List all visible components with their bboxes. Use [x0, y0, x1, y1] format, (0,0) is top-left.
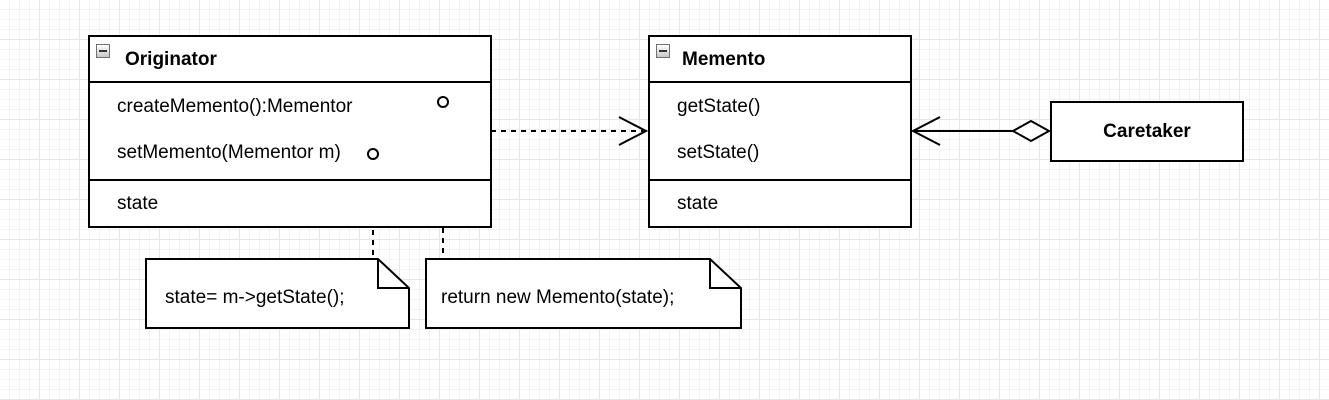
caretaker-class[interactable]: Caretaker	[1050, 101, 1244, 162]
originator-methods-section: createMemento():Mementor setMemento(Meme…	[90, 81, 490, 181]
originator-title: Originator	[125, 49, 217, 70]
note-set-memento-text: state= m->getState();	[165, 287, 345, 308]
note-create-memento-text: return new Memento(state);	[441, 287, 675, 308]
originator-class[interactable]: Originator createMemento():Mementor setM…	[88, 35, 492, 228]
note-create-memento-fold	[709, 259, 741, 289]
circle-port-icon	[367, 148, 379, 160]
originator-attribute-state: state	[117, 193, 159, 214]
circle-port-icon	[437, 96, 449, 108]
memento-class[interactable]: Memento getState() setState() state	[648, 35, 912, 228]
note-set-memento-fold	[377, 259, 409, 289]
memento-method-get-state: getState()	[677, 96, 761, 117]
originator-method-set-memento: setMemento(Mementor m)	[117, 142, 341, 163]
aggregation-arrow-head	[910, 116, 941, 146]
memento-method-set-state: setState()	[677, 142, 760, 163]
memento-attribute-state: state	[677, 193, 719, 214]
memento-title: Memento	[682, 49, 766, 70]
note-create-memento-shape[interactable]	[425, 258, 742, 329]
originator-header: Originator	[90, 37, 490, 83]
memento-methods-section: getState() setState()	[650, 81, 910, 181]
originator-method-create-memento: createMemento():Mementor	[117, 96, 353, 117]
collapse-minus-icon[interactable]	[96, 44, 110, 58]
note-set-memento-shape[interactable]	[145, 258, 410, 329]
caretaker-title: Caretaker	[1103, 120, 1191, 142]
memento-header: Memento	[650, 37, 910, 83]
aggregation-diamond	[1010, 119, 1052, 143]
dependency-arrow-head	[618, 116, 649, 146]
collapse-minus-icon[interactable]	[656, 44, 670, 58]
